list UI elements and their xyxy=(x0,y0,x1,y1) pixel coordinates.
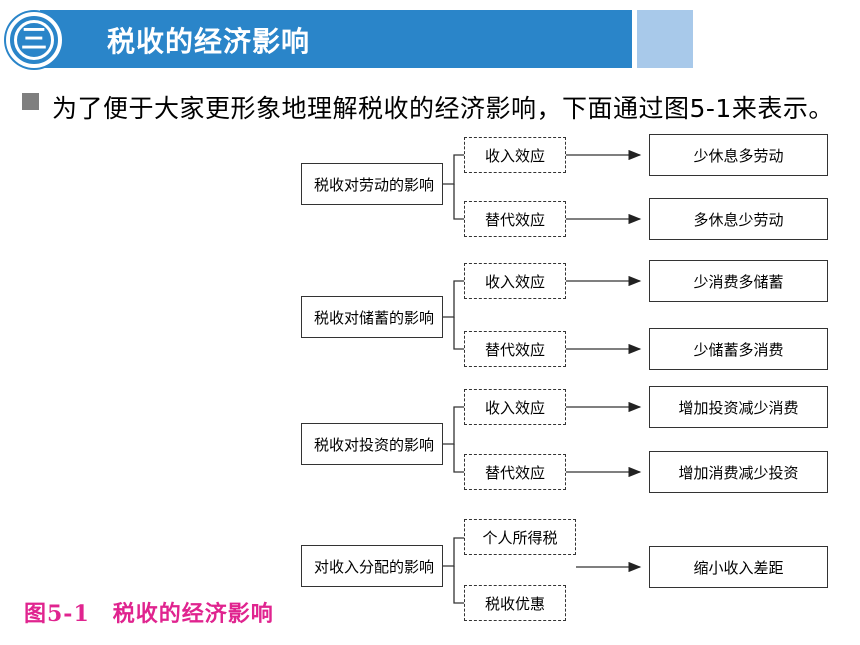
effect-box-substitution: 替代效应 xyxy=(464,454,566,490)
category-box-savings: 税收对储蓄的影响 xyxy=(301,296,443,338)
result-box: 少储蓄多消费 xyxy=(649,328,828,370)
effect-box-substitution: 替代效应 xyxy=(464,201,566,237)
category-box-labor: 税收对劳动的影响 xyxy=(301,163,443,205)
section-number-badge-icon: 三 xyxy=(6,12,62,68)
figure-caption: 图5-1 税收的经济影响 xyxy=(24,601,274,627)
result-box: 少休息多劳动 xyxy=(649,134,828,176)
category-box-investment: 税收对投资的影响 xyxy=(301,423,443,465)
intro-paragraph: 为了便于大家更形象地理解税收的经济影响，下面通过图5-1来表示。 xyxy=(52,94,834,123)
effect-box-income: 收入效应 xyxy=(464,263,566,299)
result-box: 增加消费减少投资 xyxy=(649,451,828,493)
effect-box-income: 收入效应 xyxy=(464,389,566,425)
title-bar xyxy=(40,10,632,68)
section-title: 税收的经济影响 xyxy=(107,25,311,58)
effect-box-personal-income-tax: 个人所得税 xyxy=(464,519,576,555)
result-box: 缩小收入差距 xyxy=(649,546,828,588)
result-box: 增加投资减少消费 xyxy=(649,386,828,428)
effect-box-tax-preference: 税收优惠 xyxy=(464,585,566,621)
effect-box-income: 收入效应 xyxy=(464,137,566,173)
effect-box-substitution: 替代效应 xyxy=(464,331,566,367)
category-box-income-distribution: 对收入分配的影响 xyxy=(301,545,443,587)
square-bullet-icon xyxy=(22,93,39,110)
result-box: 少消费多储蓄 xyxy=(649,260,828,302)
section-number: 三 xyxy=(14,20,54,60)
title-bar-accent xyxy=(637,10,693,68)
result-box: 多休息少劳动 xyxy=(649,198,828,240)
